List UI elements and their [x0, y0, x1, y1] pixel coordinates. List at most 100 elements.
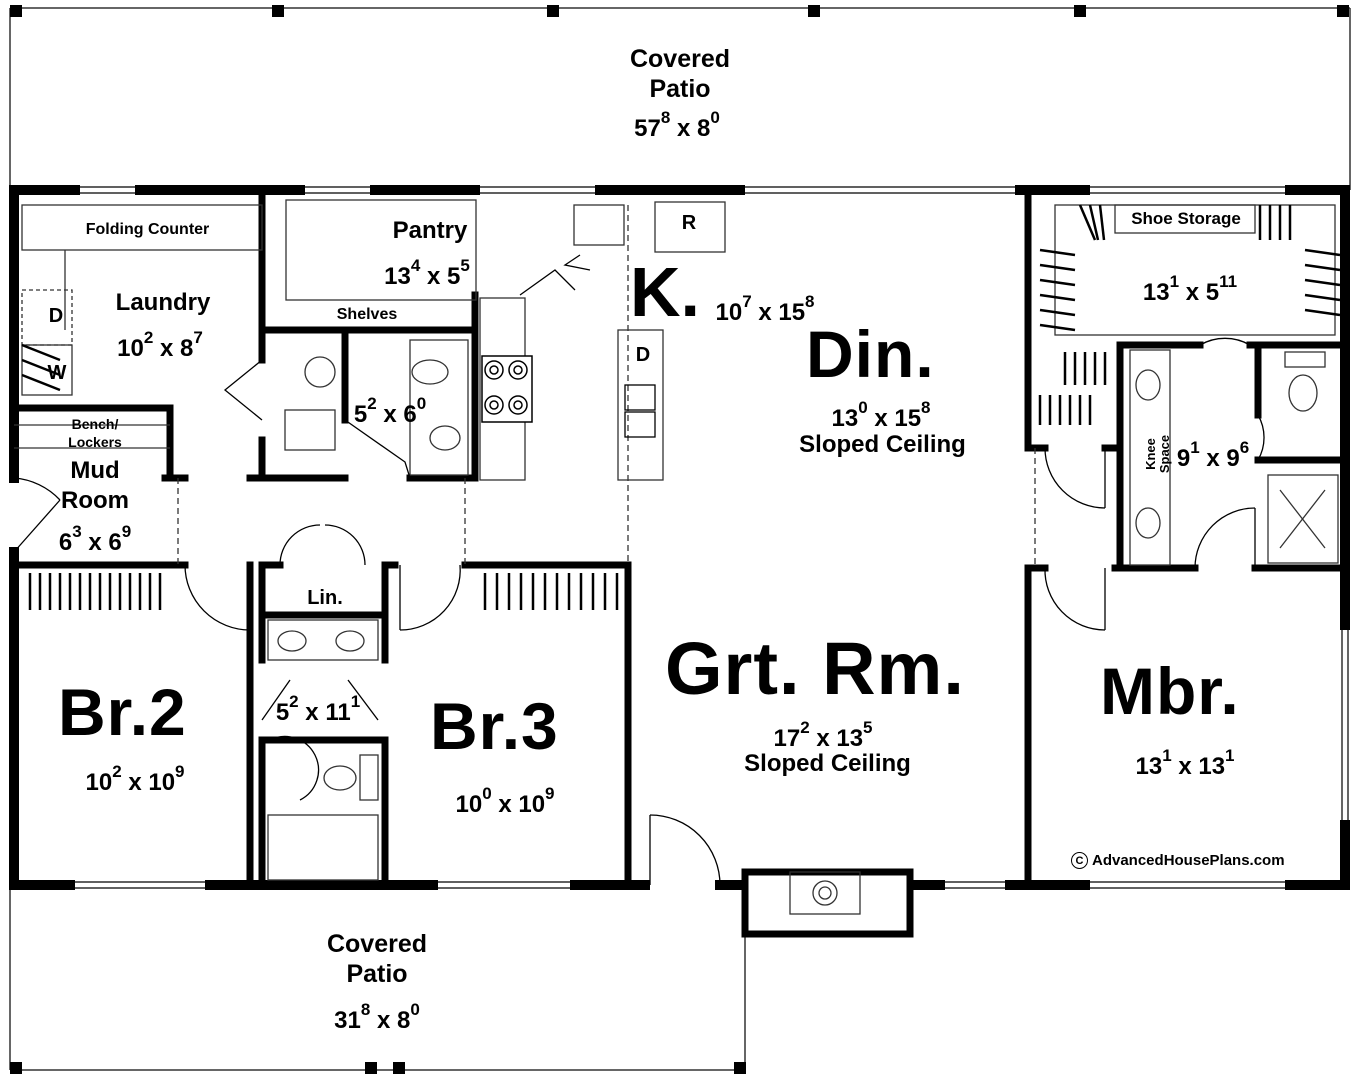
master-bath-depth-inches: 6 [1239, 438, 1250, 457]
front-patio-depth: 8 [397, 1007, 411, 1034]
front-patio-posts [10, 1062, 746, 1074]
rear-patio-width: 57 [634, 115, 661, 142]
kitchen-sink [624, 384, 656, 438]
front-patio-width-inches: 8 [360, 1000, 371, 1019]
rear-patio-depth: 8 [697, 115, 711, 142]
folding-counter-label: Folding Counter [85, 221, 210, 238]
master-bedroom-name: Mbr. [1100, 654, 1240, 728]
dining-depth-inches: 8 [921, 398, 931, 417]
bedroom-2-width: 10 [85, 769, 113, 796]
front-patio-outline [9, 890, 746, 1071]
bedroom-3-depth-inches: 9 [545, 784, 555, 803]
half-bath-width: 5 [353, 401, 368, 428]
kitchen-width: 10 [715, 299, 743, 326]
bedroom-3-name: Br.3 [430, 689, 559, 763]
laundry-name: Laundry [115, 289, 211, 316]
hall-bath-depth-inches: 1 [350, 692, 361, 711]
bedroom-2-name: Br.2 [58, 675, 187, 749]
master-closet-dimensions: 131 x 511 [1142, 272, 1238, 306]
shelves-label: Shelves [336, 306, 398, 323]
great-room-width-inches: 2 [800, 718, 810, 737]
kitchen-depth-inches: 8 [805, 292, 815, 311]
rear-patio-posts [10, 5, 1349, 17]
rear-patio-name-1: Covered [629, 45, 731, 73]
rear-patio-name-2: Patio [649, 75, 711, 103]
bench-lockers-label: Bench/ Lockers [40, 415, 150, 451]
shoe-storage-label: Shoe Storage [1131, 209, 1241, 228]
kitchen-depth: 15 [778, 299, 806, 326]
kitchen-name: K. [630, 253, 700, 331]
interior-walls [10, 189, 1349, 938]
rear-patio-dimensions: 578 x 80 [634, 108, 720, 142]
dining-width: 13 [831, 405, 859, 432]
bedroom-2-dimensions: 102 x 109 [85, 762, 185, 796]
great-room-dimensions: 172 x 135 [773, 718, 873, 752]
master-closet-depth-inches: 11 [1219, 272, 1238, 291]
master-bedroom-dimensions: 131 x 131 [1135, 746, 1235, 780]
half-bath-depth: 6 [403, 401, 417, 428]
great-room-depth: 13 [836, 725, 864, 752]
hall-bath-depth: 11 [325, 699, 351, 726]
bedroom-2-width-inches: 2 [112, 762, 122, 781]
copyright-text: AdvancedHousePlans.com [1092, 852, 1285, 869]
closet-hangers [21, 204, 1341, 610]
washer-label: W [47, 362, 67, 384]
rear-patio-outline [9, 7, 1351, 190]
bedroom-2-depth: 10 [148, 769, 176, 796]
copyright-notice: C AdvancedHousePlans.com [1071, 852, 1285, 869]
master-bedroom-depth-inches: 1 [1225, 746, 1235, 765]
bedroom-3-dimensions: 100 x 109 [455, 784, 555, 818]
laundry-depth: 8 [180, 335, 194, 362]
pantry-depth: 5 [447, 263, 461, 290]
kitchen-dimensions: 107 x 158 [715, 292, 815, 326]
front-patio-name-2: Patio [346, 960, 408, 988]
master-bath-width: 9 [1176, 445, 1191, 472]
front-patio-depth-inches: 0 [410, 1000, 420, 1019]
exterior-walls [9, 185, 1350, 890]
dining-depth: 15 [894, 405, 922, 432]
bedroom-3-depth: 10 [518, 791, 546, 818]
pantry-dimensions: 134 x 55 [384, 256, 470, 290]
knee-line-1: Knee [1143, 438, 1158, 470]
front-patio-name-1: Covered [326, 930, 428, 958]
master-bath-dimensions: 91 x 96 [1176, 438, 1250, 472]
dryer-label: D [48, 305, 64, 327]
master-bedroom-depth: 13 [1198, 753, 1226, 780]
master-closet-width: 13 [1142, 279, 1170, 306]
master-closet-width-inches: 1 [1169, 272, 1180, 291]
bedroom-3-width: 10 [455, 791, 483, 818]
dishwasher-label: D [635, 344, 651, 366]
hall-bath-dimensions: 52 x 111 [275, 692, 361, 726]
bedroom-3-width-inches: 0 [482, 784, 492, 803]
mud-room-name-1: Mud [70, 457, 120, 484]
bench-line-1: Bench/ [71, 416, 119, 432]
dining-name: Din. [806, 317, 935, 391]
front-patio-width: 31 [334, 1007, 361, 1034]
great-room-name: Grt. Rm. [665, 627, 965, 710]
linen-label: Lin. [307, 587, 343, 609]
kitchen-width-inches: 7 [742, 292, 752, 311]
master-bedroom-width-inches: 1 [1162, 746, 1172, 765]
casework [14, 199, 1339, 915]
front-patio-label: Covered Patio [297, 929, 457, 989]
mud-room-depth: 6 [108, 529, 122, 556]
laundry-width-inches: 2 [143, 328, 154, 347]
mud-room-dimensions: 63 x 69 [58, 522, 132, 556]
half-bath-depth-inches: 0 [416, 394, 427, 413]
laundry-dimensions: 102 x 87 [117, 328, 203, 362]
front-patio-dimensions: 318 x 80 [334, 1000, 420, 1034]
master-closet-depth: 5 [1205, 279, 1220, 306]
rear-patio-depth-inches: 0 [710, 108, 720, 127]
windows [70, 186, 1349, 889]
mud-room-name-2: Room [61, 487, 129, 514]
fridge-label: R [681, 212, 697, 234]
mud-room-width-inches: 3 [72, 522, 82, 541]
rear-patio-label: Covered Patio [600, 44, 760, 104]
hall-bath-width-inches: 2 [289, 692, 299, 711]
hall-bath-width: 5 [275, 699, 290, 726]
pantry-name: Pantry [392, 217, 468, 244]
rear-patio-width-inches: 8 [660, 108, 671, 127]
laundry-depth-inches: 7 [193, 328, 203, 347]
copyright-symbol: C [1071, 852, 1088, 869]
